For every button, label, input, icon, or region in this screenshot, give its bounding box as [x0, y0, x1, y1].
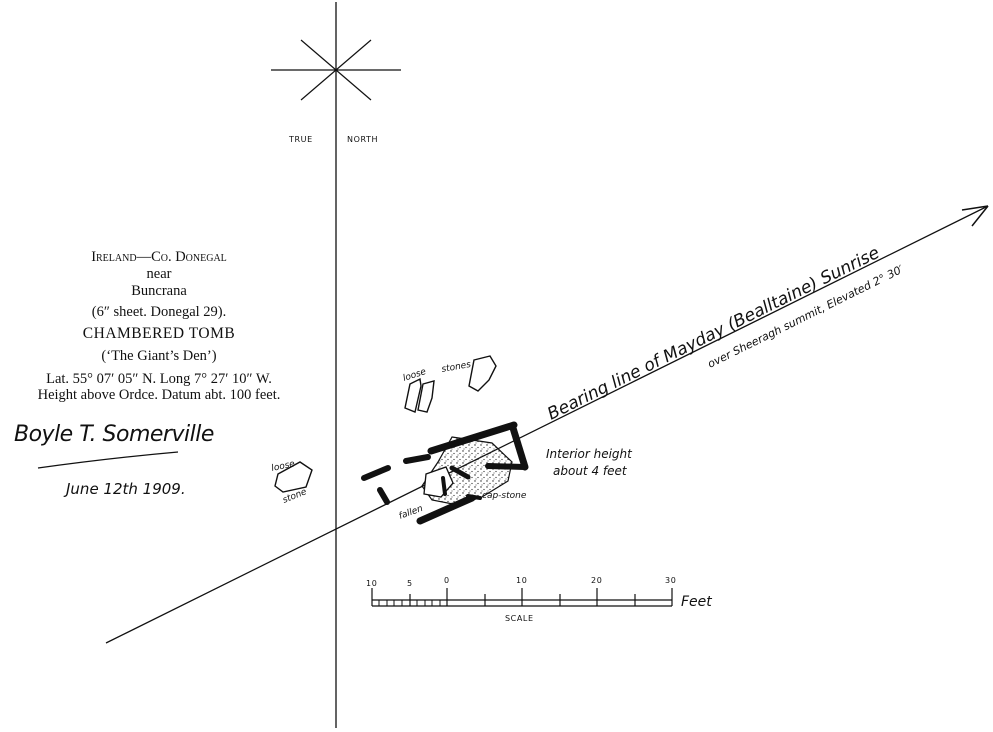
- scale-tick-label: 10: [366, 579, 377, 588]
- interior-height-label: Interior height: [546, 447, 633, 461]
- loose-stones-label-b: stones: [441, 360, 472, 375]
- scale-tick-label: 30: [665, 576, 676, 585]
- scale-tick-label: 0: [444, 576, 450, 585]
- loose-stone-label-a: loose: [271, 459, 297, 474]
- scale-tick-label: 5: [407, 579, 413, 588]
- monument-title: CHAMBERED TOMB: [82, 325, 236, 342]
- compass-north-label: NORTH: [347, 135, 378, 144]
- chambered-tomb-plan: [361, 421, 529, 525]
- map-sheet: (6″ sheet. Donegal 29).: [91, 304, 227, 320]
- location-region: Ireland—Co. Donegal: [91, 249, 227, 265]
- signature-underline: [37, 451, 179, 469]
- bearing-line: [105, 205, 989, 644]
- location-near: near: [146, 266, 172, 282]
- signature-date: June 12th 1909.: [66, 480, 186, 498]
- signature: Boyle T. Somerville: [14, 422, 214, 447]
- scale-unit-label: Feet: [681, 594, 712, 610]
- coordinates: Lat. 55° 07′ 05″ N. Long 7° 27′ 10″ W.: [46, 371, 272, 387]
- monument-name: (‘The Giant’s Den’): [101, 348, 217, 364]
- scale-title: SCALE: [505, 614, 534, 623]
- scale-tick-labels: 10 5 0 10 20 30: [366, 576, 676, 588]
- scale-tick-label: 20: [591, 576, 602, 585]
- interior-height-value: about 4 feet: [553, 464, 628, 478]
- loose-stones-outline: [404, 355, 497, 413]
- bearing-label: Bearing line of Mayday (Bealltaine) Sunr…: [544, 243, 883, 425]
- location-town: Buncrana: [131, 283, 187, 299]
- loose-stone-outline: [274, 461, 313, 493]
- capstone-label: cap-stone: [482, 491, 527, 501]
- height-datum: Height above Ordce. Datum abt. 100 feet.: [37, 387, 281, 403]
- scale-tick-label: 10: [516, 576, 527, 585]
- compass-star-icon: [271, 39, 401, 101]
- scale-bar: [371, 588, 673, 607]
- compass-true-label: TRUE: [288, 135, 313, 144]
